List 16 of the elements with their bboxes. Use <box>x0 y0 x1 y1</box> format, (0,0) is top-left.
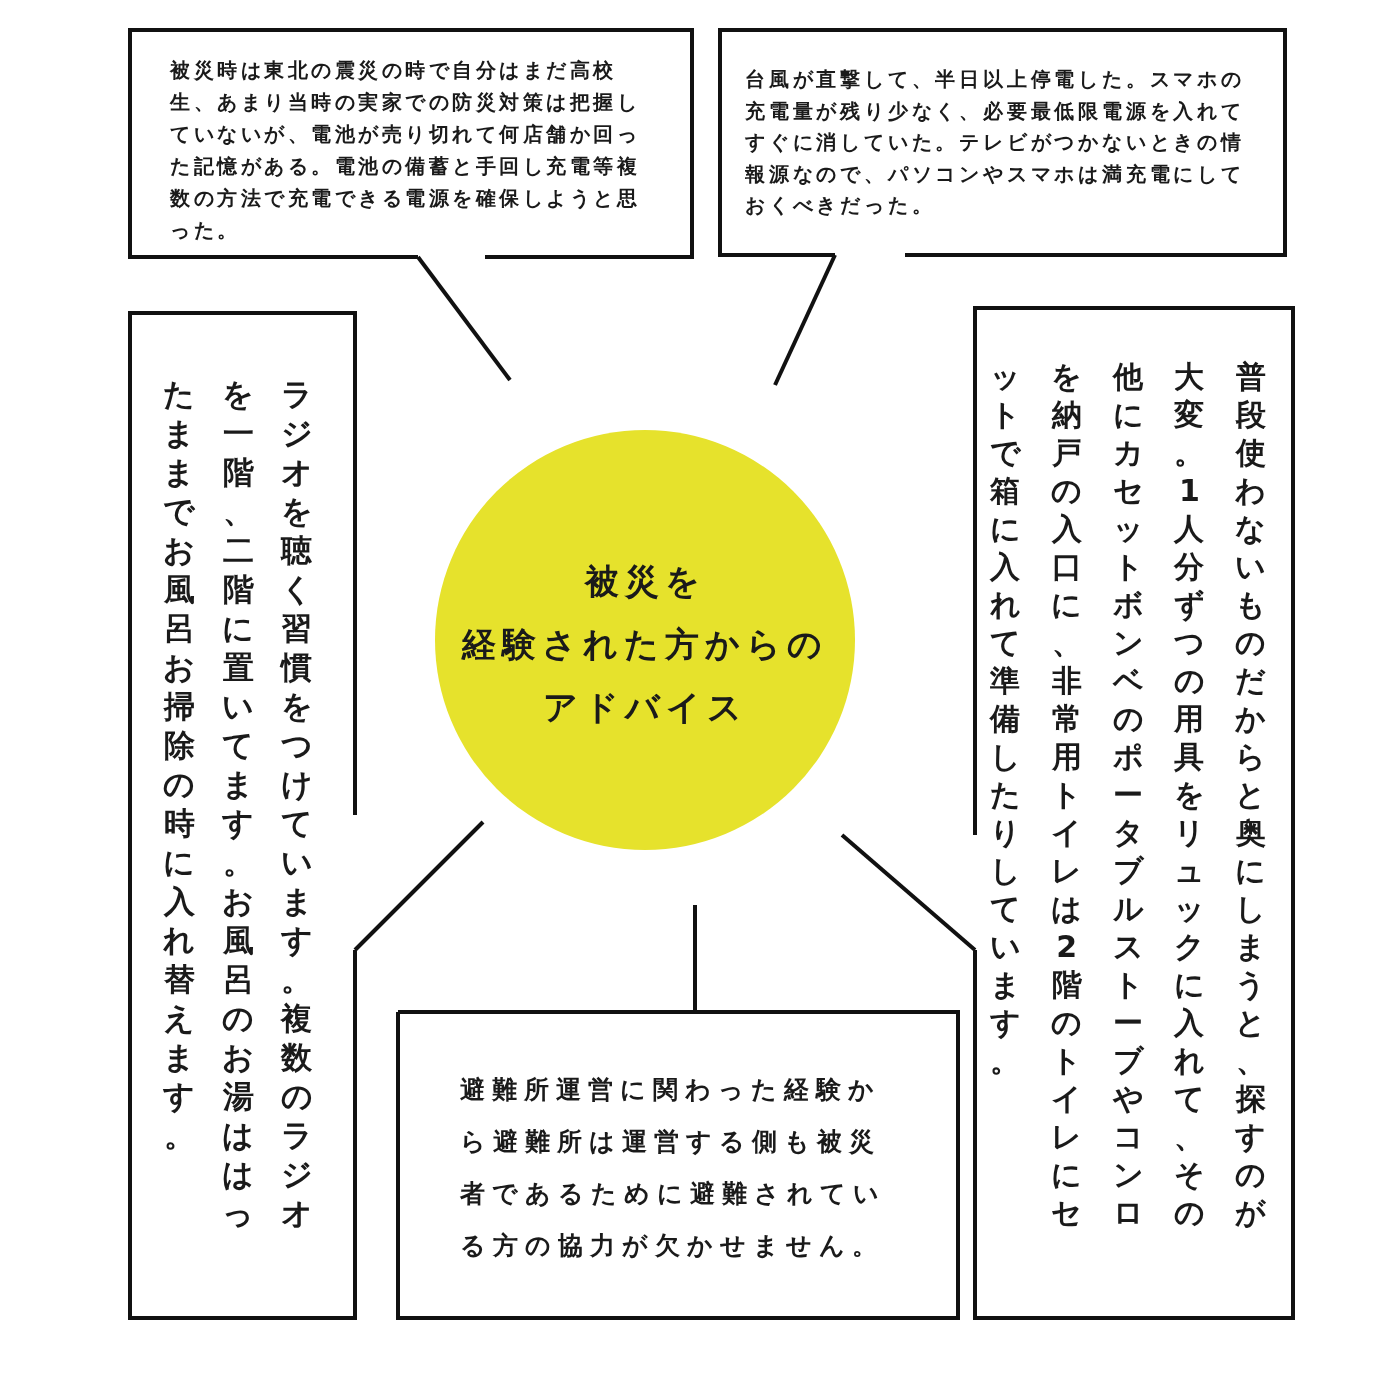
bubble-tail <box>840 833 977 952</box>
speech-bubble <box>975 308 1293 1318</box>
advice-text: 普段使わないものだからと奥にしまうと、探すのが大変。1人分ずつの用具をリュックに入れて、その他にカセットボンベのポータブルストーブやコンロを納戸の入口に、非常用トイレは2階のトイレにセットで箱に入れて準備したりしています。 <box>988 358 1268 1232</box>
speech-bubble <box>130 30 692 257</box>
speech-bubble <box>130 313 355 1318</box>
bubble-tail <box>693 905 697 1012</box>
bubble-tail <box>353 820 485 952</box>
advice-text: 被災時は東北の震災の時で自分はまだ高校生、あまり当時の実家での防災対策は把握していないが、電池が売り切れて何店舗か回った記憶がある。電池の備蓄と手回し充電等複数の方法で充電できる電源を確保しようと思った。 <box>170 57 640 244</box>
bubble-tail <box>416 255 512 382</box>
advice-text: 台風が直撃して、半日以上停電した。スマホの充電量が残り少なく、必要最低限電源を入れてすぐに消していた。テレビがつかないときの情報源なので、パソコンやスマホは満充電にしておくべきだった。 <box>745 67 1246 219</box>
center-heading: 被災を経験された方からのアドバイス <box>460 560 829 729</box>
speech-bubble <box>398 1012 958 1318</box>
advice-text: 避難所運営に関わった経験から避難所は運営する側も被災者であるために避難されている方の協力が欠かせません。 <box>460 1074 887 1262</box>
bubble-tail <box>773 254 837 386</box>
advice-text: ラジオを聴く習慣をつけています。複数のラジオを一階、二階に置いてます。お風呂のお湯ははったままでお風呂お掃除の時に入れ替えます。 <box>162 375 314 1233</box>
speech-bubble <box>720 30 1285 255</box>
